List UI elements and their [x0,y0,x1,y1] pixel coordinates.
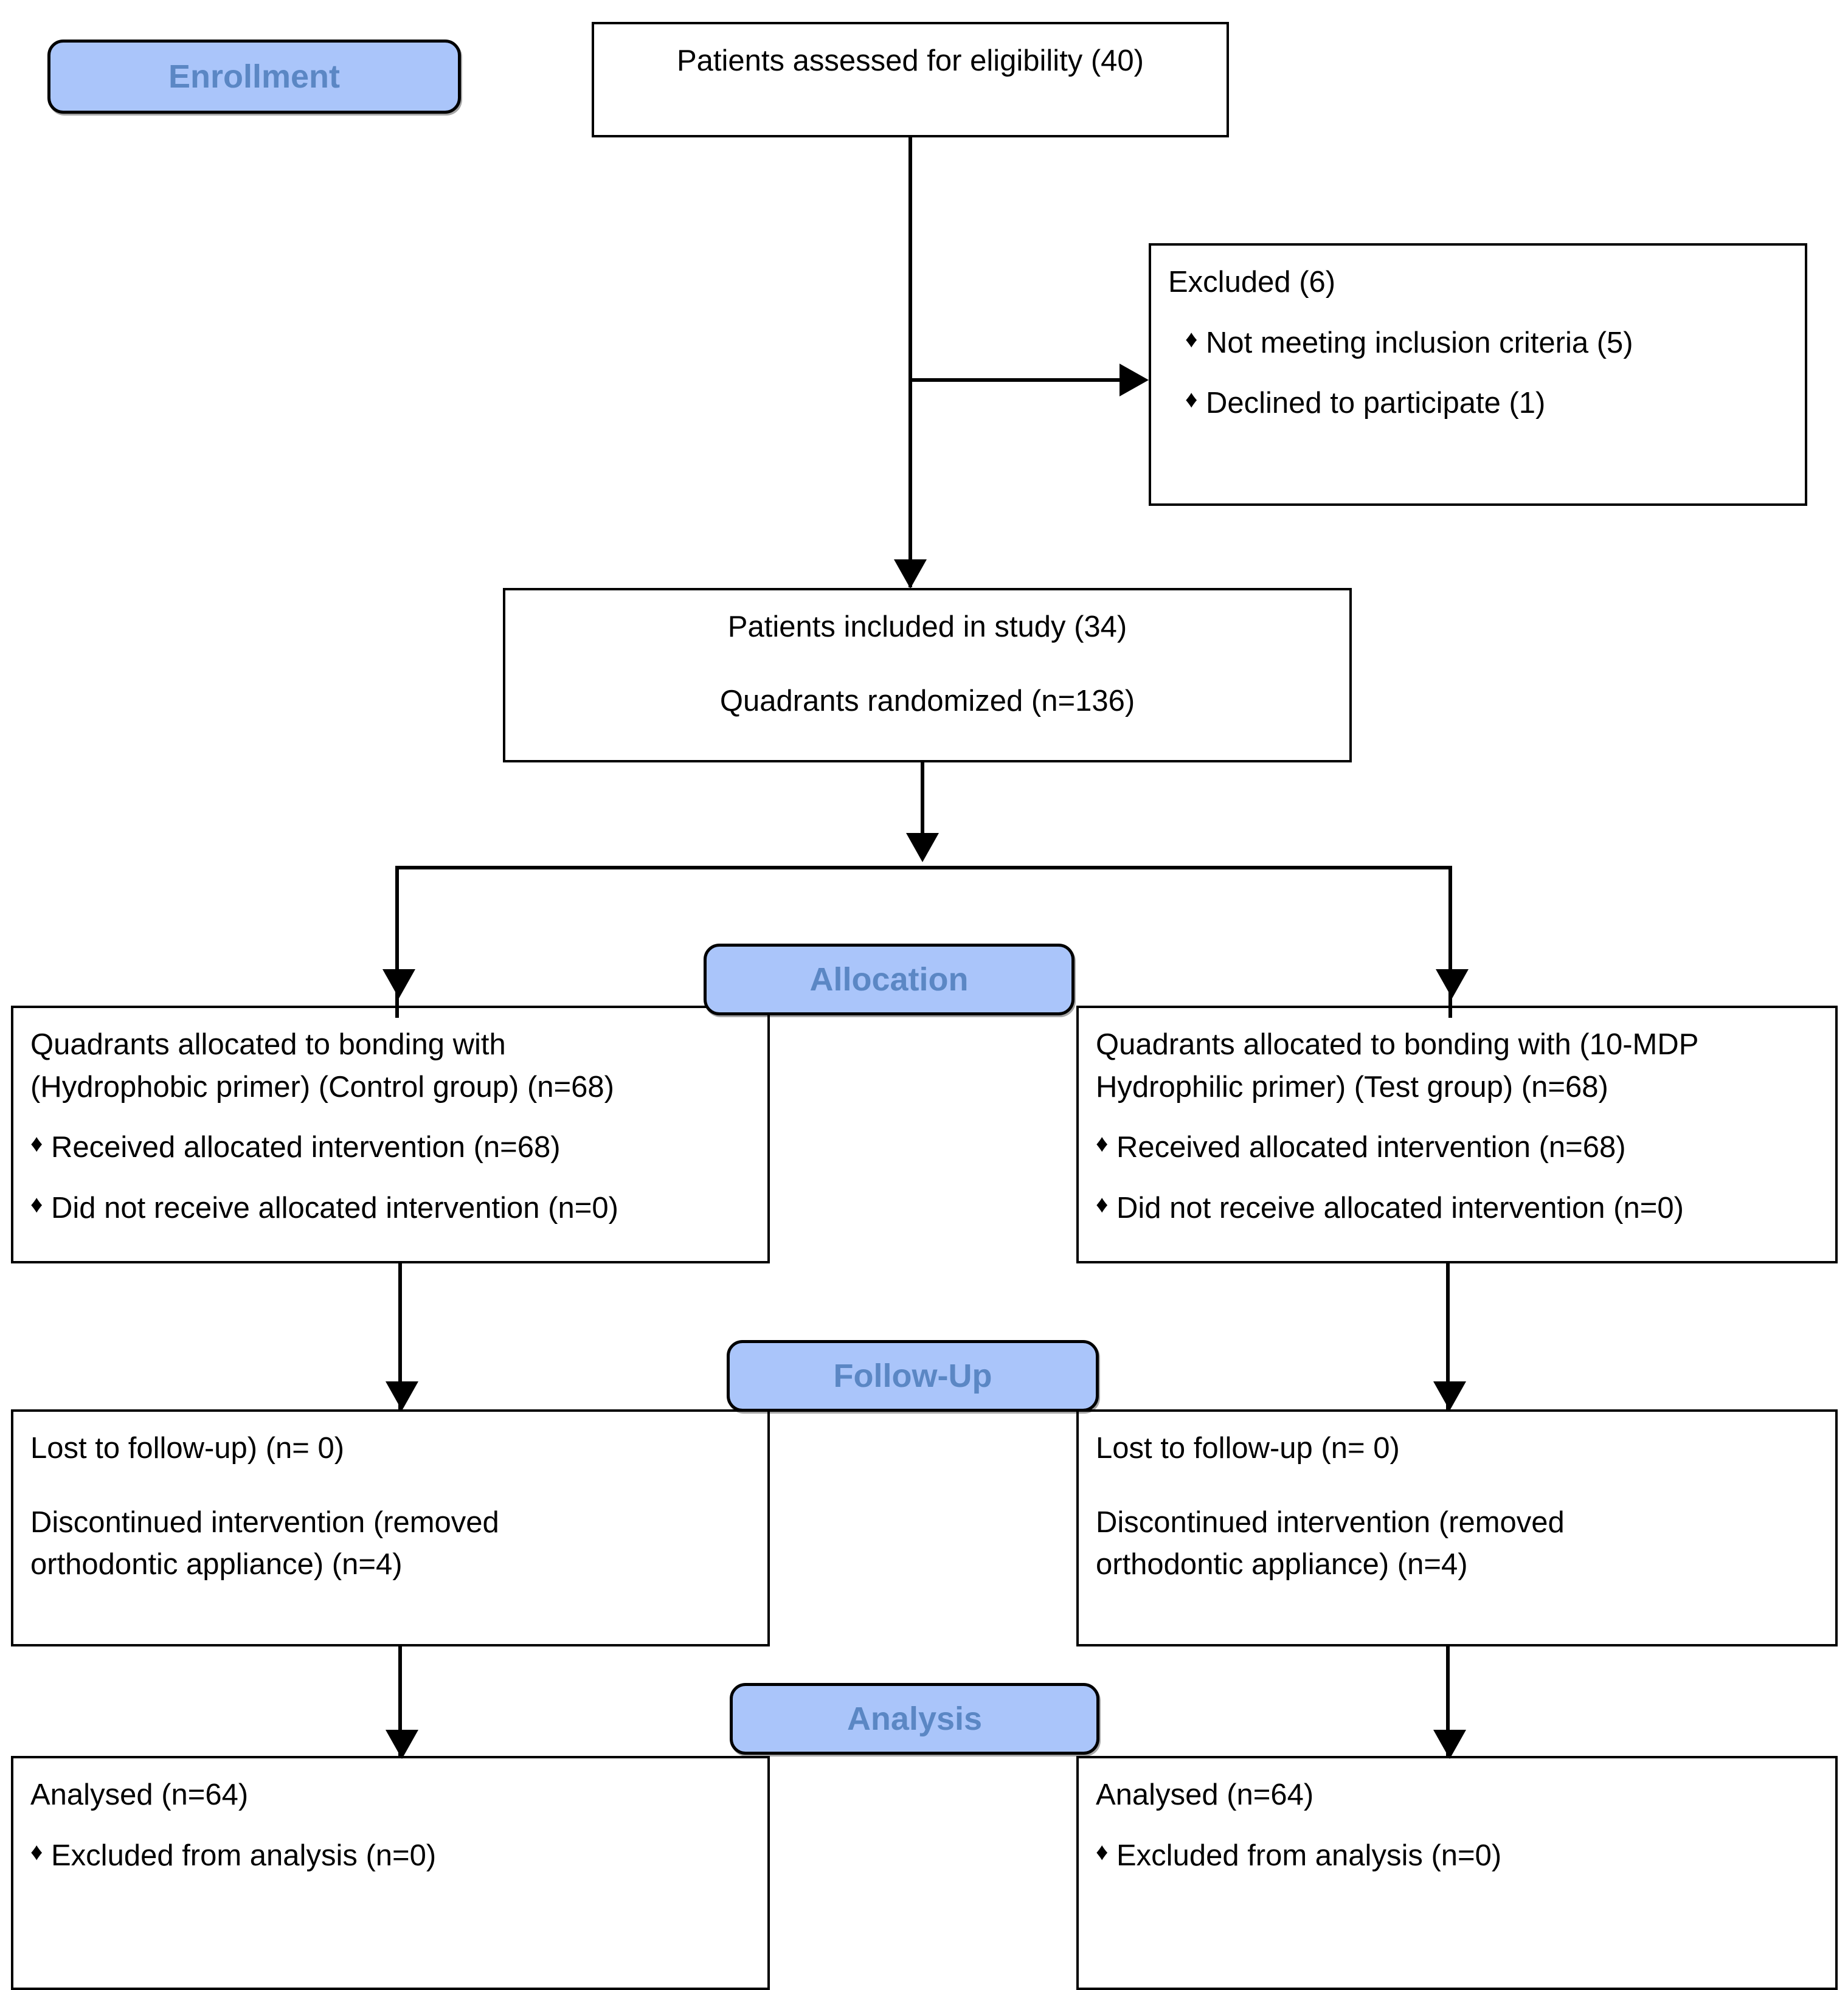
diamond-bullet-icon: ♦ [1185,325,1198,353]
included-line-2: Quadrants randomized (n=136) [719,684,1135,717]
allocation-right-line-1: Quadrants allocated to bonding with (10-… [1096,1028,1699,1061]
list-item: ♦ Received allocated intervention (n=68) [30,1127,750,1169]
stage-label-allocation-text: Allocation [809,961,969,998]
followup-left-line-2: Discontinued intervention (removed [30,1505,499,1539]
excluded-bullet-1: Declined to participate (1) [1206,387,1546,420]
box-followup-control: Lost to follow-up) (n= 0) Discontinued i… [11,1409,770,1646]
list-item: ♦ Not meeting inclusion criteria (5) [1185,322,1788,365]
stage-label-followup-text: Follow-Up [833,1358,992,1394]
list-item: ♦ Excluded from analysis (n=0) [30,1835,750,1878]
excluded-bullet-0: Not meeting inclusion criteria (5) [1206,326,1633,359]
list-item: ♦ Received allocated intervention (n=68) [1096,1127,1818,1169]
list-item: ♦ Did not receive allocated intervention… [30,1187,750,1230]
connector-left-followup-to-analysis [398,1646,402,1757]
arrow-right-followup-to-analysis [1433,1730,1466,1759]
diamond-bullet-icon: ♦ [1185,386,1198,413]
allocation-right-bullet-0: Received allocated intervention (n=68) [1116,1131,1626,1164]
box-allocation-test: Quadrants allocated to bonding with (10-… [1076,1006,1838,1263]
arrow-included-to-split [906,833,939,862]
arrow-left-allocation-to-followup [386,1381,418,1411]
list-item: ♦ Declined to participate (1) [1185,382,1788,425]
stage-label-analysis: Analysis [730,1683,1099,1755]
allocation-right-bullet-1: Did not receive allocated intervention (… [1116,1191,1684,1225]
stage-label-allocation: Allocation [704,944,1075,1015]
diamond-bullet-icon: ♦ [1096,1190,1109,1218]
box-allocation-control: Quadrants allocated to bonding with (Hyd… [11,1006,770,1263]
stage-label-analysis-text: Analysis [846,1701,983,1737]
followup-left-line-3: orthodontic appliance) (n=4) [30,1548,403,1581]
connector-split-bar [395,866,1452,869]
followup-right-line-1: Lost to follow-up (n= 0) [1096,1432,1400,1465]
analysis-left-heading: Analysed (n=64) [30,1778,249,1811]
box-patients-included: Patients included in study (34) Quadrant… [503,588,1352,762]
excluded-heading: Excluded (6) [1168,266,1336,299]
allocation-right-line-2: Hydrophilic primer) (Test group) (n=68) [1096,1070,1608,1104]
followup-right-line-2: Discontinued intervention (removed [1096,1505,1565,1539]
followup-right-line-3: orthodontic appliance) (n=4) [1096,1548,1468,1581]
connector-assessed-to-included [908,137,912,587]
list-item: ♦ Did not receive allocated intervention… [1096,1187,1818,1230]
analysis-left-bullet-0: Excluded from analysis (n=0) [51,1839,437,1872]
arrow-assessed-to-included [894,559,927,589]
stage-label-followup: Follow-Up [727,1340,1099,1412]
connector-included-to-split [921,762,924,857]
analysis-right-bullet-0: Excluded from analysis (n=0) [1116,1839,1502,1872]
allocation-left-bullet-1: Did not receive allocated intervention (… [51,1191,618,1225]
followup-left-line-1: Lost to follow-up) (n= 0) [30,1432,345,1465]
box-assessed-for-eligibility: Patients assessed for eligibility (40) [592,22,1229,137]
connector-to-excluded [908,378,1123,382]
arrow-split-to-left-allocation [382,969,415,998]
assessed-text: Patients assessed for eligibility (40) [676,44,1144,77]
connector-split-to-left-allocation [395,866,399,1018]
allocation-left-bullet-0: Received allocated intervention (n=68) [51,1131,561,1164]
connector-left-allocation-to-followup [398,1263,402,1409]
allocation-left-line-1: Quadrants allocated to bonding with [30,1028,506,1061]
analysis-right-heading: Analysed (n=64) [1096,1778,1314,1811]
arrow-split-to-right-allocation [1436,969,1469,998]
arrow-left-followup-to-analysis [386,1730,418,1759]
excluded-bullet-list: ♦ Not meeting inclusion criteria (5) ♦ D… [1185,322,1788,425]
included-line-1: Patients included in study (34) [727,610,1127,643]
diamond-bullet-icon: ♦ [1096,1838,1109,1865]
box-followup-test: Lost to follow-up (n= 0) Discontinued in… [1076,1409,1838,1646]
box-excluded: Excluded (6) ♦ Not meeting inclusion cri… [1149,243,1807,506]
diamond-bullet-icon: ♦ [30,1130,43,1158]
stage-label-enrollment: Enrollment [47,40,461,114]
diamond-bullet-icon: ♦ [30,1190,43,1218]
connector-right-allocation-to-followup [1446,1263,1450,1409]
stage-label-enrollment-text: Enrollment [168,58,341,95]
diamond-bullet-icon: ♦ [1096,1130,1109,1158]
arrow-to-excluded [1120,364,1149,396]
connector-split-to-right-allocation [1448,866,1452,1018]
box-analysis-test: Analysed (n=64) ♦ Excluded from analysis… [1076,1756,1838,1990]
connector-right-followup-to-analysis [1446,1646,1450,1757]
allocation-left-line-2: (Hydrophobic primer) (Control group) (n=… [30,1070,614,1104]
diamond-bullet-icon: ♦ [30,1838,43,1865]
arrow-right-allocation-to-followup [1433,1381,1466,1411]
list-item: ♦ Excluded from analysis (n=0) [1096,1835,1818,1878]
box-analysis-control: Analysed (n=64) ♦ Excluded from analysis… [11,1756,770,1990]
